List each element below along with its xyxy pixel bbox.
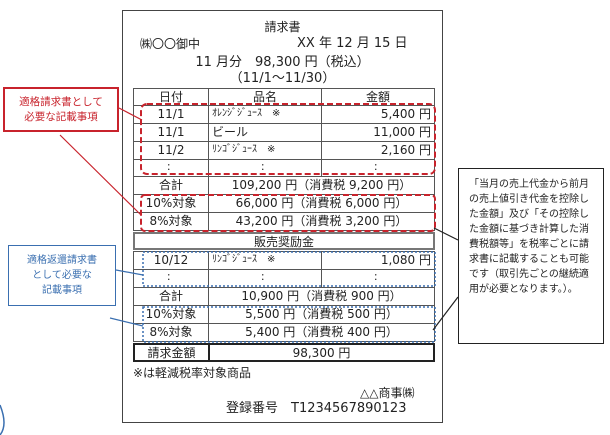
right-callout-text: 「当月の売上代金から前月の売上値引き代金を控除した金額」及び「その控除した金額に… (469, 179, 589, 295)
blue-callout-line: 記載事項 (42, 285, 82, 296)
red-callout-box: 適格請求書として 必要な記載事項 (3, 87, 119, 132)
right-callout-box: 「当月の売上代金から前月の売上値引き代金を控除した金額」及び「その控除した金額に… (458, 168, 604, 344)
recipient: ㈱〇〇御中 (140, 37, 201, 51)
issuer: △△商事㈱ (360, 386, 415, 400)
red-dashed-tax-box (140, 194, 436, 232)
red-dashed-items-box (140, 103, 436, 175)
invoice-document (122, 10, 443, 423)
blue-callout-line: として必要な (32, 270, 92, 281)
registration-number: 登録番号 T1234567890123 (226, 401, 407, 416)
decorative-curve (0, 404, 5, 435)
blue-leader-line (115, 269, 144, 276)
red-callout-line: 適格請求書として (19, 96, 103, 108)
blue-callout-line: 適格返還請求書 (27, 255, 97, 266)
blue-dotted-tax-box (142, 306, 436, 343)
invoice-date: XX 年 12 月 15 日 (297, 36, 408, 51)
red-leader-line (59, 134, 142, 216)
invoice-title: 請求書 (264, 20, 301, 34)
billing-amount: 98,300 円 (208, 343, 435, 362)
red-leader-line (118, 107, 143, 121)
blue-dotted-rebate-box (142, 251, 436, 287)
blue-callout-box: 適格返還請求書 として必要な 記載事項 (8, 245, 116, 306)
black-leader-line (433, 227, 459, 241)
invoice-period: （11/1～11/30） (229, 71, 336, 86)
invoice-summary: 11 月分 98,300 円（税込） (195, 55, 370, 70)
blue-leader-line (109, 317, 144, 327)
footnote: ※は軽減税率対象商品 (133, 366, 252, 380)
black-leader-line (432, 296, 459, 331)
red-callout-line: 必要な記載事項 (24, 111, 98, 123)
rebate-title: 販売奨励金 (133, 232, 435, 250)
